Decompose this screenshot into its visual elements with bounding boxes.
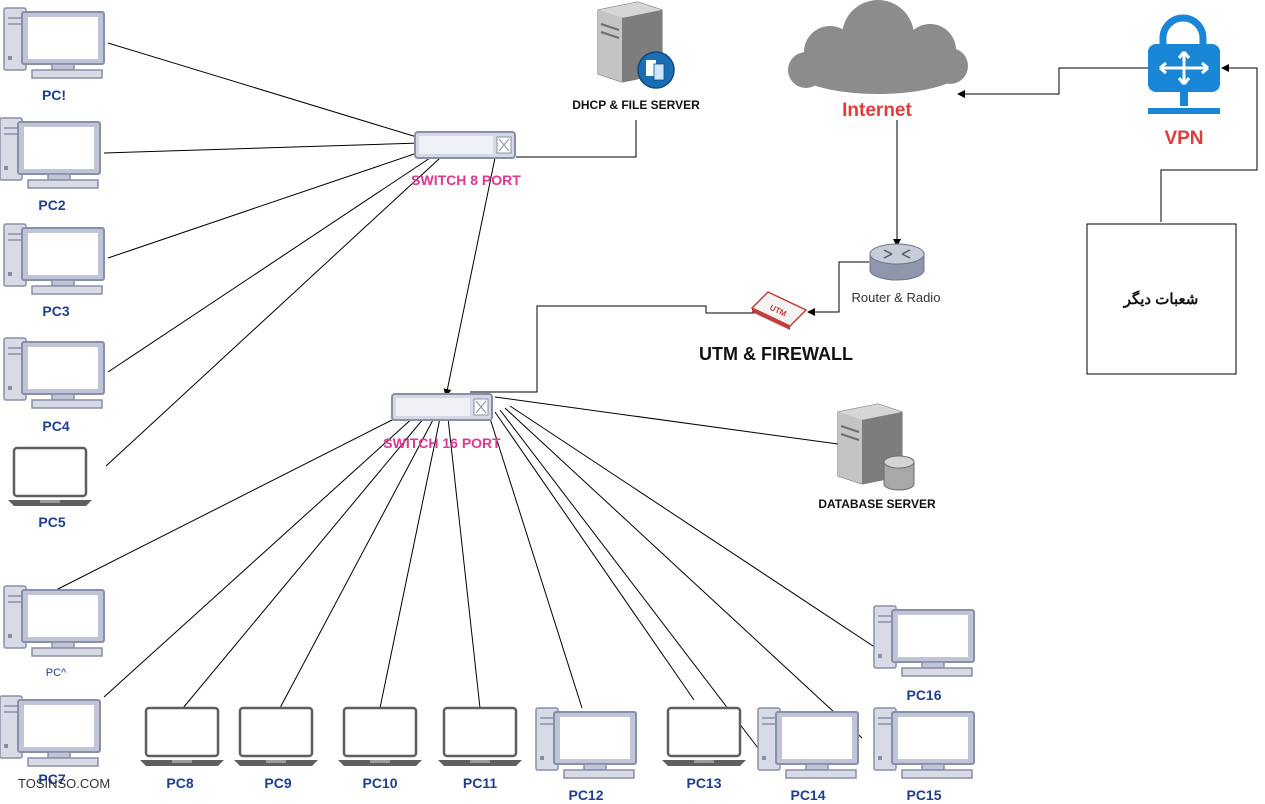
desktop-icon (535, 707, 637, 779)
pc-label: PC12 (568, 787, 603, 803)
pc-label: PC14 (790, 787, 825, 803)
desktop-icon (3, 223, 105, 295)
pc-label: PC5 (38, 514, 65, 530)
pc-label: PC11 (463, 775, 497, 791)
file-share-icon (637, 51, 675, 89)
pc-10[interactable]: PC10 (336, 706, 424, 791)
switch-label: SWITCH 8 PORT (411, 172, 521, 188)
pc-2[interactable]: PC2 (0, 117, 101, 213)
laptop-icon (232, 706, 320, 768)
pc-9[interactable]: PC9 (232, 706, 320, 791)
utm-label: UTM & FIREWALL (699, 344, 853, 364)
database-icon (883, 455, 915, 491)
pc-label: PC2 (38, 197, 65, 213)
pc-14[interactable]: PC14 (757, 707, 859, 803)
pc-label: PC4 (42, 418, 69, 434)
pc-6[interactable]: PC^ (3, 585, 105, 679)
internet[interactable]: Internet (788, 0, 968, 121)
pc-label: PC10 (362, 775, 397, 791)
desktop-icon (873, 605, 975, 677)
internet-label: Internet (842, 100, 912, 121)
router-radio[interactable]: Router & Radio (852, 243, 941, 305)
laptop-icon (138, 706, 226, 768)
desktop-icon (873, 707, 975, 779)
pc-label: PC15 (906, 787, 941, 803)
laptop-icon (660, 706, 748, 768)
dhcp-file-server[interactable]: DHCP & FILE SERVER (572, 1, 700, 112)
branch-box (1086, 223, 1237, 375)
pc-11[interactable]: PC11 (436, 706, 524, 791)
other-branches[interactable]: شعبات دیگر (1086, 223, 1237, 375)
pc-15[interactable]: PC15 (873, 707, 975, 803)
pc-label: PC3 (42, 303, 69, 319)
desktop-icon (3, 585, 105, 657)
server-label: DATABASE SERVER (818, 497, 936, 511)
pc-12[interactable]: PC12 (535, 707, 637, 803)
pc-label: PC13 (686, 775, 721, 791)
switch-label: SWITCH 16 PORT (383, 435, 501, 451)
desktop-icon (0, 117, 101, 189)
pc-13[interactable]: PC13 (660, 706, 748, 791)
branch-label: شعبات دیگر (1123, 290, 1199, 308)
desktop-icon (757, 707, 859, 779)
pc-7[interactable]: PC7 (0, 695, 101, 787)
firewall-icon: UTM (750, 291, 808, 330)
vpn-label: VPN (1164, 128, 1203, 149)
pc-1[interactable]: PC! (3, 7, 105, 103)
pc-label: PC^ (46, 667, 67, 679)
switch-icon (391, 393, 493, 421)
pc-label: PC! (42, 87, 66, 103)
vpn[interactable]: VPN (1148, 14, 1220, 149)
pc-label: PC7 (38, 771, 65, 787)
switch-icon (414, 131, 516, 159)
switch-16-port[interactable]: SWITCH 16 PORT (383, 393, 501, 451)
pc-label: PC16 (906, 687, 941, 703)
pc-4[interactable]: PC4 (3, 337, 105, 434)
server-label: DHCP & FILE SERVER (572, 98, 700, 112)
laptop-icon (336, 706, 424, 768)
desktop-icon (3, 337, 105, 409)
desktop-icon (0, 695, 101, 767)
pc-3[interactable]: PC3 (3, 223, 105, 319)
connection-lines (55, 42, 1258, 749)
pc-16[interactable]: PC16 (873, 605, 975, 703)
router-icon (869, 243, 925, 281)
laptop-icon (6, 446, 94, 508)
utm-firewall[interactable]: UTM UTM & FIREWALL (699, 291, 853, 364)
pc-label: PC8 (166, 775, 193, 791)
switch-8-port[interactable]: SWITCH 8 PORT (411, 131, 521, 188)
vpn-lock-icon (1148, 14, 1220, 114)
watermark: TOSINSO.COM (18, 776, 110, 791)
router-label: Router & Radio (852, 290, 941, 305)
database-server[interactable]: DATABASE SERVER (818, 403, 936, 511)
pc-5[interactable]: PC5 (6, 446, 94, 530)
laptop-icon (436, 706, 524, 768)
pc-label: PC9 (264, 775, 291, 791)
pc-8[interactable]: PC8 (138, 706, 226, 791)
cloud-icon (788, 0, 968, 94)
desktop-icon (3, 7, 105, 79)
